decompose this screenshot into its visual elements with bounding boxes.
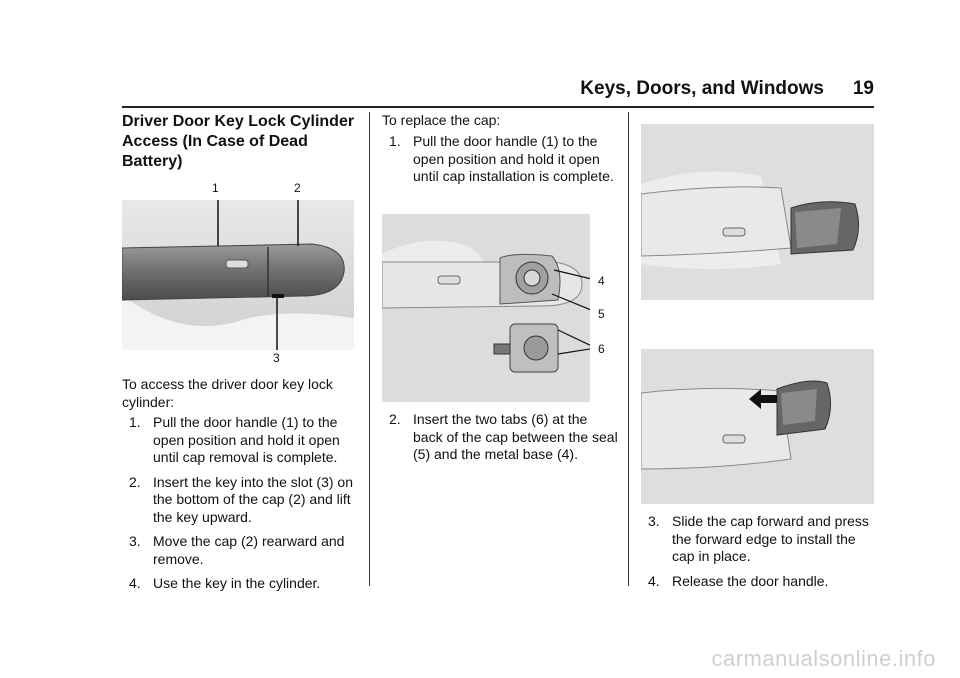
section-title: Keys, Doors, and Windows (580, 78, 824, 99)
col2-steps-b: 2.Insert the two tabs (6) at the back of… (382, 411, 618, 471)
list-item: 3.Slide the cap forward and press the fo… (648, 513, 869, 564)
col3-steps: 3.Slide the cap forward and press the fo… (641, 513, 874, 597)
section-heading: Driver Door Key Lock Cylinder Access (In… (122, 113, 355, 170)
col2-intro: To replace the cap: (382, 112, 501, 128)
col2-steps-a: 1.Pull the door handle (1) to the open p… (382, 133, 618, 193)
callout-4: 4 (598, 274, 605, 288)
callout-3: 3 (273, 351, 280, 365)
cap-replacement-illustration (382, 214, 590, 402)
column-divider-1 (369, 112, 370, 586)
list-item: 1.Pull the door handle (1) to the open p… (389, 133, 614, 184)
column-divider-2 (628, 112, 629, 586)
page-number: 19 (852, 78, 874, 99)
list-item: 4.Use the key in the cylinder. (129, 575, 321, 591)
list-item: 2.Insert the key into the slot (3) on th… (129, 473, 353, 525)
callout-5: 5 (598, 307, 605, 321)
list-item: 3.Move the cap (2) rearward and remove. (129, 533, 345, 567)
list-item: 1.Pull the door handle (1) to the open p… (129, 414, 340, 465)
callout-2: 2 (294, 181, 301, 195)
list-item: 4.Release the door handle. (648, 572, 829, 589)
door-handle-illustration-1 (122, 200, 354, 350)
cap-slide-illustration-1 (641, 124, 874, 300)
cap-slide-illustration-2 (641, 349, 874, 504)
watermark: carmanualsonline.info (711, 646, 936, 671)
header-rule (122, 106, 874, 108)
callout-1: 1 (212, 181, 219, 195)
col1-intro: To access the driver door key lock cylin… (122, 376, 333, 410)
col1-steps: 1.Pull the door handle (1) to the open p… (122, 414, 358, 600)
list-item: 2.Insert the two tabs (6) at the back of… (389, 411, 618, 462)
callout-6: 6 (598, 342, 605, 356)
